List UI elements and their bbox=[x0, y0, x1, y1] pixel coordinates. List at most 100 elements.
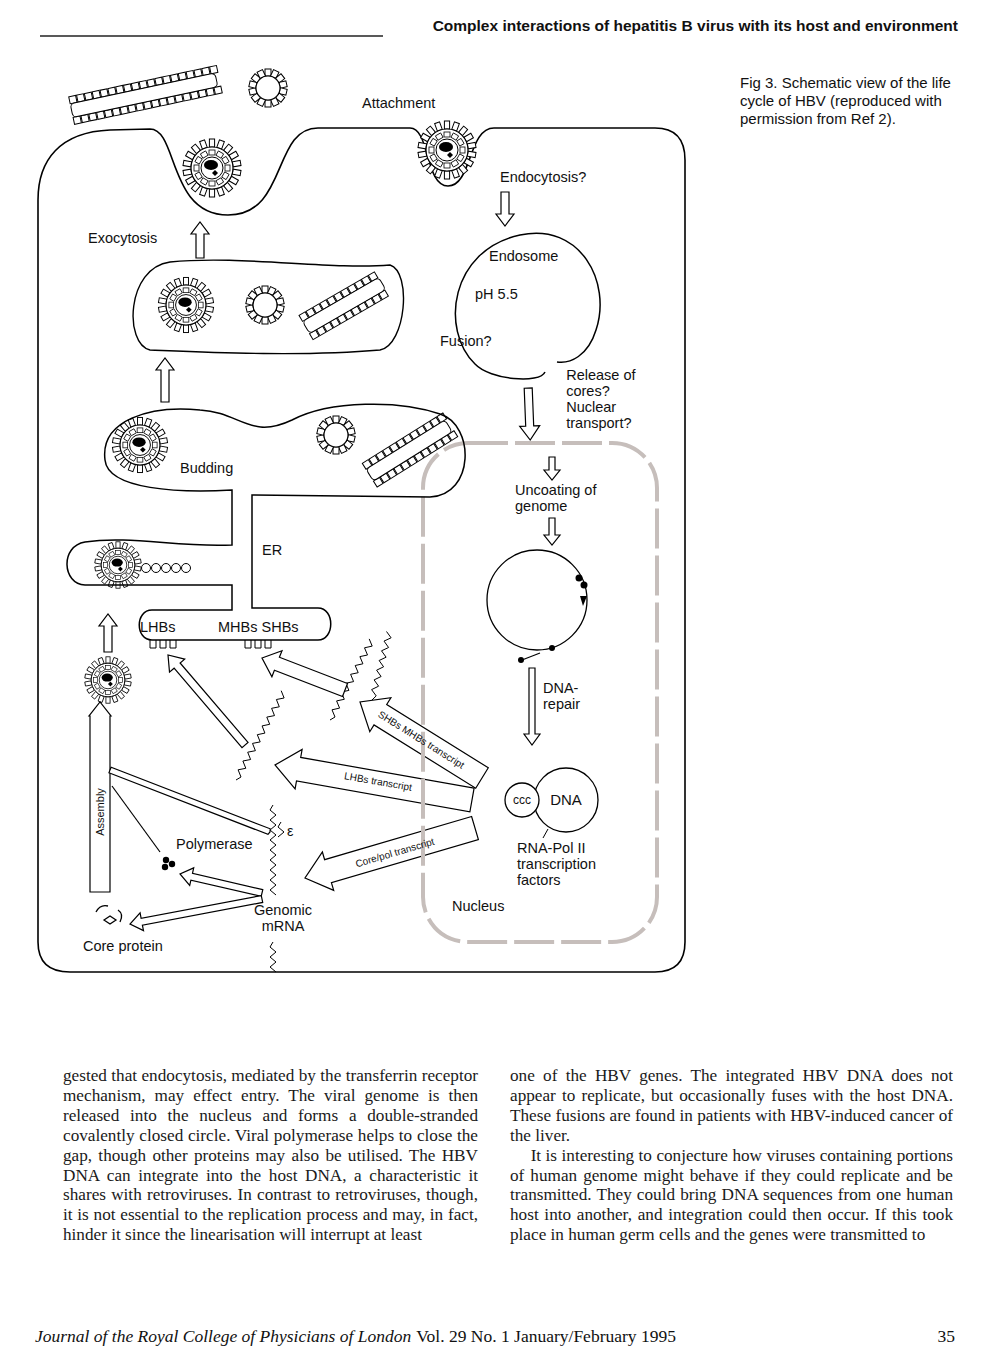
capsid-unit bbox=[116, 683, 122, 689]
surface-protein bbox=[159, 446, 167, 452]
capsid-unit bbox=[430, 138, 437, 146]
capsid-unit bbox=[195, 172, 202, 180]
polymerase-dot bbox=[163, 857, 169, 863]
capsid-unit bbox=[183, 317, 189, 322]
surface-protein bbox=[116, 542, 120, 548]
capsid-unit bbox=[435, 133, 443, 140]
mrna-strand bbox=[270, 942, 276, 972]
capsid-unit bbox=[104, 568, 110, 574]
virion bbox=[112, 417, 167, 472]
node-outline bbox=[60, 400, 480, 645]
diagram-label: RNA-Pol II transcription factors bbox=[517, 840, 617, 888]
capsid-unit bbox=[195, 309, 202, 316]
surface-protein bbox=[112, 438, 120, 444]
capsid-unit bbox=[457, 154, 464, 162]
surface-protein bbox=[134, 566, 141, 571]
body-text: It is interesting to conjecture how viru… bbox=[510, 1146, 953, 1246]
surface-protein bbox=[95, 559, 102, 564]
process-arrow bbox=[130, 896, 263, 931]
core bbox=[176, 295, 197, 316]
genome-blob bbox=[439, 142, 453, 152]
body-text: gested that endocytosis, mediated by the… bbox=[63, 1066, 478, 1245]
surface-protein bbox=[158, 306, 166, 312]
capsid-unit bbox=[444, 163, 450, 168]
core bbox=[201, 157, 223, 179]
polymerase bbox=[186, 307, 192, 313]
surface-protein bbox=[106, 657, 110, 663]
subviral-filament bbox=[69, 66, 223, 125]
assembly-branch bbox=[112, 786, 160, 852]
diagram-label: MHBs SHBs bbox=[218, 619, 299, 635]
polymerase bbox=[108, 682, 113, 687]
node-outline bbox=[445, 222, 605, 388]
node-label: pH 5.5 bbox=[475, 286, 518, 302]
nuclear-envelope bbox=[423, 443, 657, 942]
capsid-unit bbox=[144, 454, 151, 461]
surface-protein bbox=[124, 681, 131, 686]
mrna-strand bbox=[278, 822, 284, 837]
surface-protein bbox=[138, 465, 143, 473]
virion bbox=[85, 657, 131, 703]
surface-protein bbox=[265, 69, 271, 76]
node-label: Endosome bbox=[489, 248, 558, 264]
capsid-unit bbox=[170, 309, 177, 316]
genome-strand-end bbox=[522, 653, 540, 660]
polymerase bbox=[212, 170, 218, 176]
surface-protein bbox=[158, 298, 166, 304]
transport-arrow bbox=[520, 388, 540, 440]
core bbox=[436, 139, 458, 161]
capsid-unit bbox=[209, 150, 215, 155]
envelope bbox=[101, 548, 135, 582]
capsid-unit bbox=[175, 289, 182, 296]
membrane-outline bbox=[455, 233, 600, 379]
leader-line bbox=[543, 829, 548, 838]
capsid-unit bbox=[222, 156, 229, 164]
surface-protein bbox=[159, 438, 167, 444]
surface-protein bbox=[183, 169, 192, 176]
capsid-unit bbox=[99, 688, 105, 694]
secretory-vesicle bbox=[133, 260, 403, 354]
capsid-unit bbox=[111, 688, 117, 694]
surface-protein bbox=[85, 681, 92, 686]
capsid-unit bbox=[129, 454, 136, 461]
footer-text: Vol. 29 No. 1 January/February 1995 bbox=[416, 1328, 676, 1344]
diagram-label: Assembly bbox=[94, 788, 106, 836]
capsid-unit bbox=[94, 683, 100, 689]
node-label: DNA bbox=[550, 792, 582, 808]
diagram-label: Uncoating of genome bbox=[515, 482, 600, 514]
capsid-unit bbox=[429, 147, 434, 153]
genome-blob bbox=[204, 160, 218, 170]
ccc-circle bbox=[505, 783, 539, 817]
capsid-unit bbox=[435, 160, 443, 167]
surface-protein bbox=[444, 121, 449, 129]
process-arrow bbox=[156, 358, 174, 402]
capsid-unit bbox=[121, 551, 127, 557]
capsid-unit bbox=[124, 449, 131, 456]
envelope bbox=[426, 129, 468, 171]
capsid-unit bbox=[121, 573, 127, 579]
filament-core bbox=[70, 73, 218, 117]
membrane-outline bbox=[67, 404, 465, 640]
capsid-unit bbox=[109, 551, 115, 557]
mrna-strand bbox=[270, 805, 276, 895]
process-arrow bbox=[180, 868, 263, 897]
surface-protein bbox=[265, 100, 271, 107]
surface-protein bbox=[85, 674, 92, 679]
subviral-filament bbox=[299, 271, 389, 339]
surface-protein bbox=[262, 286, 268, 293]
surface-protein bbox=[444, 171, 449, 179]
diagram-label: Fusion? bbox=[440, 333, 492, 349]
genome-dot bbox=[576, 575, 583, 582]
body-text: one of the HBV genes. The integrated HBV… bbox=[510, 1066, 953, 1146]
sphere-ring bbox=[256, 76, 280, 100]
capsid-unit bbox=[216, 178, 224, 185]
capsid-unit bbox=[457, 138, 464, 146]
diagram-label: Budding bbox=[180, 460, 233, 476]
polymerase-dot bbox=[169, 861, 175, 867]
capsid-unit bbox=[194, 165, 199, 171]
capsid-unit bbox=[116, 551, 121, 555]
genome-blob bbox=[178, 297, 191, 307]
capsid-unit bbox=[190, 289, 197, 296]
surface-protein bbox=[184, 325, 189, 333]
diagram-label: LHBs bbox=[140, 619, 175, 635]
